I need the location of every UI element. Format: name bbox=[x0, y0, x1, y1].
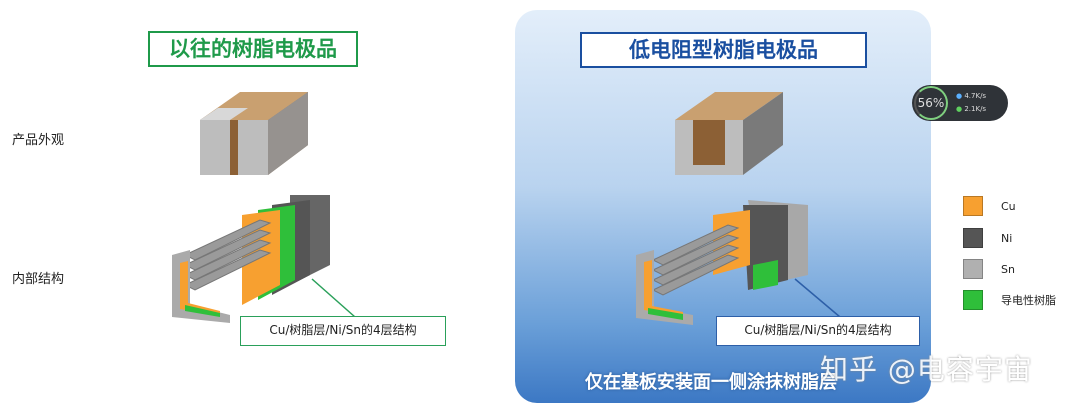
legend-label: Sn bbox=[1001, 262, 1015, 276]
cu-swatch bbox=[963, 196, 983, 216]
bottom-caption: 仅在基板安装面一侧涂抹树脂层 bbox=[585, 372, 837, 393]
right-title: 低电阻型树脂电极品 bbox=[580, 32, 867, 68]
download-icon: ● bbox=[956, 105, 963, 113]
left-callout: Cu/树脂层/Ni/Sn的4层结构 bbox=[240, 316, 446, 346]
resin-swatch bbox=[963, 290, 983, 310]
network-speed-widget[interactable]: 56% ● 4.7K/s ● 2.1K/s bbox=[912, 85, 1008, 121]
cpu-gauge: 56% bbox=[914, 86, 948, 120]
left-title: 以往的树脂电极品 bbox=[148, 31, 358, 67]
legend-label: Ni bbox=[1001, 231, 1013, 245]
right-internal-structure bbox=[636, 200, 808, 325]
legend-item-resin: 导电性树脂 bbox=[963, 290, 1056, 310]
left-internal-structure bbox=[172, 195, 330, 323]
right-chip-appearance bbox=[675, 92, 783, 175]
row-label-internal: 内部结构 bbox=[12, 272, 65, 287]
watermark: 知乎 @电容宇宙 bbox=[820, 353, 1033, 386]
legend-label: 导电性树脂 bbox=[1001, 294, 1056, 307]
left-chip-appearance bbox=[200, 92, 308, 175]
sn-swatch bbox=[963, 259, 983, 279]
legend-item-cu: Cu bbox=[963, 196, 1016, 216]
right-callout: Cu/树脂层/Ni/Sn的4层结构 bbox=[716, 316, 920, 346]
row-label-appearance: 产品外观 bbox=[12, 133, 65, 148]
left-callout-line bbox=[311, 278, 356, 318]
legend-item-ni: Ni bbox=[963, 228, 1012, 248]
legend-item-sn: Sn bbox=[963, 259, 1015, 279]
ni-swatch bbox=[963, 228, 983, 248]
download-speed: 2.1K/s bbox=[964, 105, 987, 113]
right-callout-line bbox=[794, 278, 841, 318]
upload-speed: 4.7K/s bbox=[964, 92, 987, 100]
legend-label: Cu bbox=[1001, 199, 1016, 213]
upload-icon: ● bbox=[956, 92, 963, 100]
